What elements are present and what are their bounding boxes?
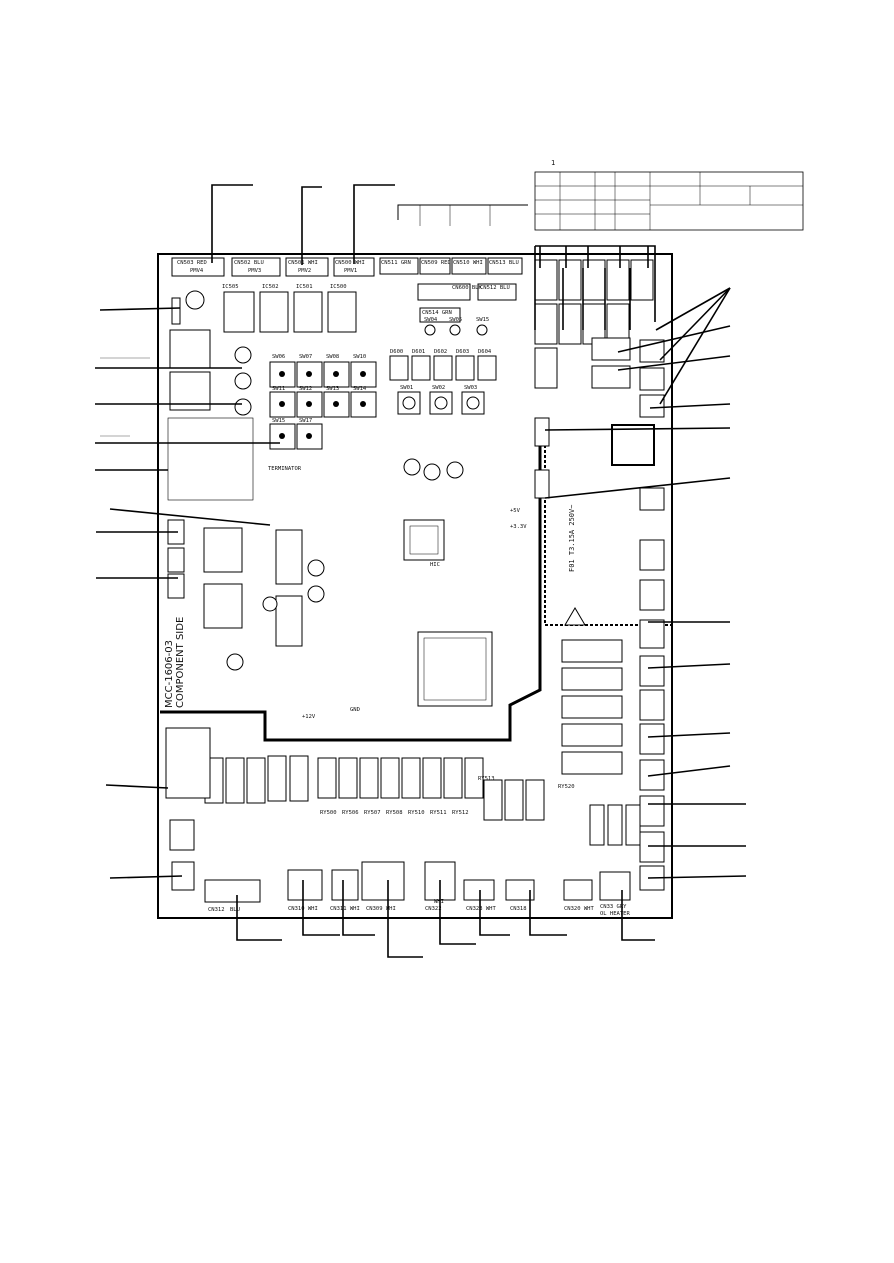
sw11-label: SW11 (272, 386, 285, 392)
left-label-stubs (100, 357, 150, 437)
sw04-label: SW04 (424, 317, 438, 323)
cn502-sub: PMV3 (248, 268, 261, 274)
main-mcu (403, 519, 493, 707)
ry520-label: RY520 (558, 784, 575, 790)
ry506-label: RY506 (342, 810, 359, 816)
d603-label: D603 (456, 349, 469, 355)
bottom-connectors (165, 727, 631, 903)
sw01-label: SW01 (400, 385, 413, 391)
sw06-label: SW06 (272, 354, 285, 360)
hic-label: HIC (430, 562, 440, 568)
component-side-label: COMPONENT SIDE (175, 617, 186, 708)
ry513-label: RY513 (478, 776, 495, 782)
rotary-switches (397, 391, 485, 415)
cn509-label: CN509 RED (421, 260, 451, 266)
cn501-sub: PMV2 (298, 268, 311, 274)
cn323-label: CN323 WHT (466, 906, 496, 912)
cn500-sub: PMV1 (344, 268, 357, 274)
terminator-label: TERMINATOR (268, 466, 302, 472)
warning-triangle-icon (564, 607, 586, 626)
cn309-label: CN309 WHI (366, 906, 396, 912)
left-components (167, 290, 254, 501)
cn33-label: CN33 GRY (600, 904, 627, 910)
right-connectors (534, 259, 665, 891)
push-switches (424, 324, 488, 336)
cn322-sub: WHI (434, 899, 444, 905)
d602-label: D602 (434, 349, 447, 355)
cn312-label: CN312 (208, 907, 225, 913)
part-number: MCC-1606-03 (164, 640, 175, 708)
right-relays (561, 639, 641, 846)
plus5v-label: +5V (510, 508, 521, 514)
sw05-label: SW05 (449, 317, 462, 323)
fuse-label: F01 T3.15A 250V~ (568, 505, 576, 572)
cn512-label: CN512 BLU (480, 285, 510, 291)
cn312-sub: BLU (230, 907, 240, 913)
ic500-label: IC500 (330, 284, 347, 290)
sw15-label: SW15 (272, 418, 285, 424)
sw03-label: SW03 (464, 385, 477, 391)
ry511-label: RY511 (430, 810, 447, 816)
ic505-label: IC505 (222, 284, 239, 290)
plus12v-label: +12V (302, 714, 316, 720)
sw10-label: SW10 (353, 354, 366, 360)
cn600-label: CN600 BLK (452, 285, 482, 291)
cn33-sub: OL HEATER (600, 911, 630, 917)
dip-switches (269, 361, 377, 450)
high-voltage-zone (160, 420, 542, 742)
cn502-label: CN502 BLU (234, 260, 264, 266)
gnd-label: GND (350, 707, 360, 713)
d601-label: D601 (412, 349, 425, 355)
cn320-label: CN320 WHT (564, 906, 594, 912)
center-capacitors (403, 458, 464, 481)
sw08-label: SW08 (326, 354, 339, 360)
sw07-label: SW07 (299, 354, 312, 360)
ic-row (223, 291, 357, 333)
d600-label: D600 (390, 349, 403, 355)
sw14-label: SW14 (353, 386, 367, 392)
cn501-label: CN501 WHI (288, 260, 318, 266)
cn503-label: CN503 RED (177, 260, 207, 266)
top-leader-box (397, 204, 528, 226)
ry510-label: RY510 (408, 810, 425, 816)
cn514-label: CN514 GRN (422, 310, 452, 316)
cn503-sub: PMV4 (190, 268, 204, 274)
top-connectors (171, 257, 523, 323)
cn311-label: CN311 WHI (330, 906, 360, 912)
ry500-label: RY500 (320, 810, 337, 816)
plus33v-label: +3.3V (510, 524, 527, 530)
sw02-label: SW02 (432, 385, 445, 391)
cn500-label: CN500 WHI (335, 260, 365, 266)
ry512-label: RY512 (452, 810, 469, 816)
cn322-label: CN322 (425, 906, 442, 912)
d604-label: D604 (478, 349, 492, 355)
cn511-label: CN511 GRN (381, 260, 411, 266)
top-note: 1 (551, 159, 555, 167)
sw17-label: SW17 (299, 418, 312, 424)
ic502-label: IC502 (262, 284, 279, 290)
switch-setting-table (534, 171, 804, 231)
left-mid-components (167, 519, 325, 671)
cn513-label: CN513 BLU (489, 260, 519, 266)
seven-seg-displays (389, 355, 497, 381)
cn318-label: CN318 (510, 906, 527, 912)
ic501-label: IC501 (296, 284, 313, 290)
ry507-label: RY507 (364, 810, 381, 816)
cn510-label: CN510 WHI (453, 260, 483, 266)
leader-lines (95, 184, 747, 958)
ry508-label: RY508 (386, 810, 403, 816)
sw13-label: SW13 (326, 386, 339, 392)
sw12-label: SW12 (299, 386, 312, 392)
sw15b-label: SW15 (476, 317, 489, 323)
